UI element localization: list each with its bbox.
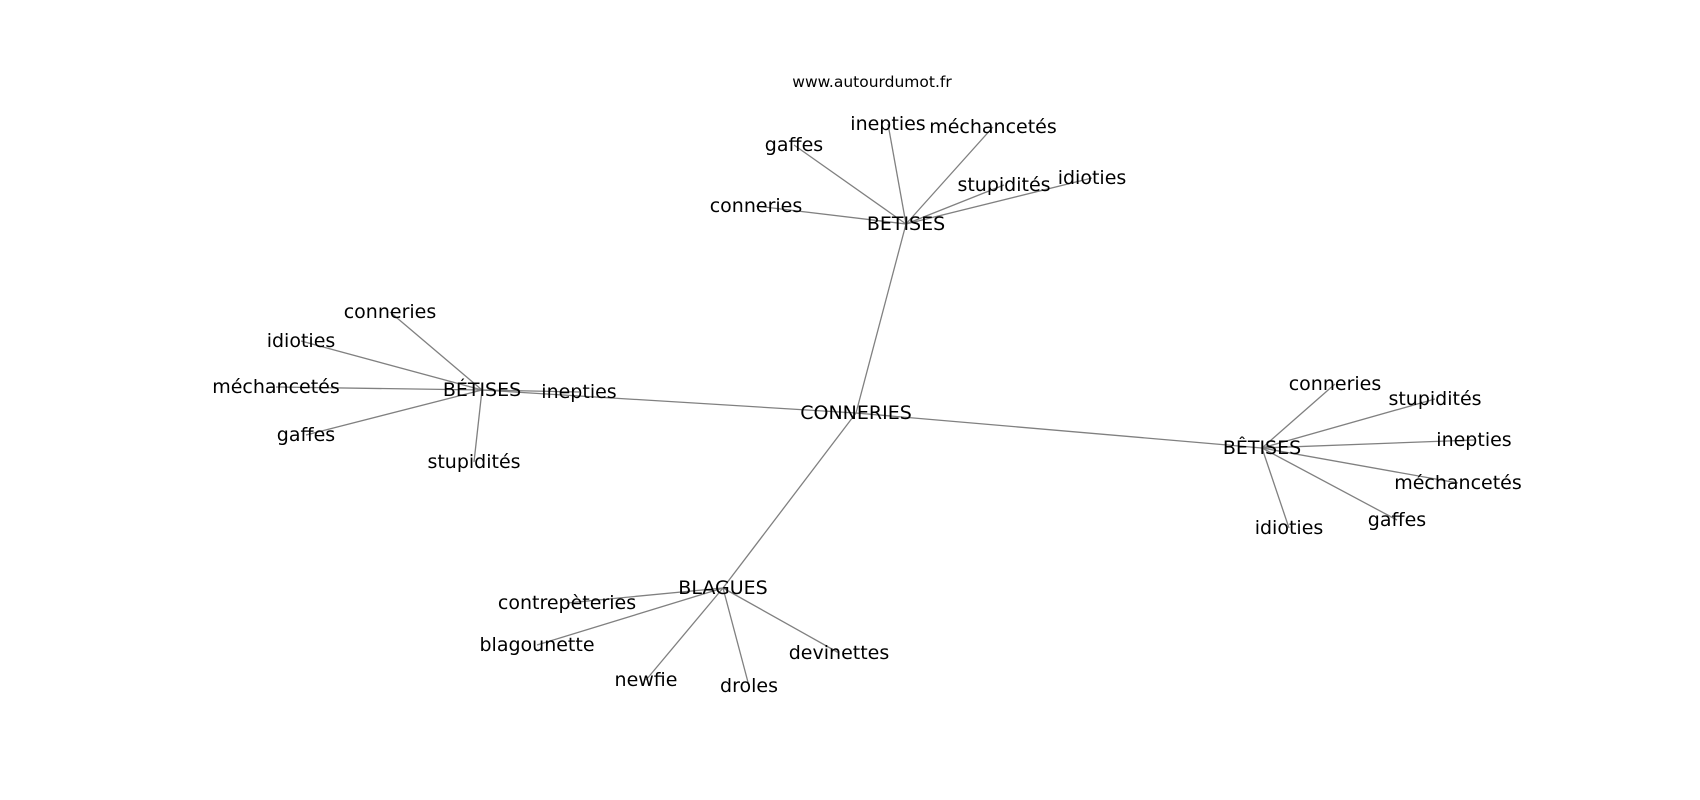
edge-branch-3-leaf-4 bbox=[722, 587, 840, 654]
leaf-node-3-3[interactable]: droles bbox=[720, 675, 778, 697]
leaf-node-0-1[interactable]: gaffes bbox=[765, 134, 823, 156]
edge-branch-2-leaf-4 bbox=[1261, 447, 1398, 521]
edge-branch-1-leaf-2 bbox=[275, 386, 483, 391]
edge-root-branch-1 bbox=[481, 389, 857, 414]
edge-branch-0-leaf-2 bbox=[887, 123, 907, 225]
leaf-node-2-0[interactable]: conneries bbox=[1289, 373, 1382, 395]
edge-root-branch-2 bbox=[855, 412, 1263, 449]
edge-branch-2-leaf-2 bbox=[1261, 439, 1475, 449]
leaf-node-1-4[interactable]: stupidités bbox=[427, 451, 520, 473]
edge-branch-3-leaf-1 bbox=[536, 587, 724, 646]
edge-branch-0-leaf-0 bbox=[755, 205, 907, 225]
edge-branch-1-leaf-3 bbox=[305, 389, 483, 436]
edge-branch-3-leaf-2 bbox=[645, 587, 724, 681]
branch-node-1[interactable]: BÉTISES bbox=[443, 378, 521, 401]
edge-branch-3-leaf-0 bbox=[566, 587, 724, 604]
edge-branch-1-leaf-4 bbox=[473, 389, 483, 463]
leaf-node-1-1[interactable]: idioties bbox=[267, 330, 336, 352]
edge-branch-2-leaf-5 bbox=[1261, 447, 1290, 529]
edge-branch-3-leaf-3 bbox=[722, 587, 750, 687]
branch-node-2[interactable]: BÊTISES bbox=[1223, 436, 1301, 459]
root-node[interactable]: CONNERIES bbox=[800, 402, 912, 424]
leaf-node-1-3[interactable]: gaffes bbox=[277, 424, 335, 446]
leaf-node-0-4[interactable]: stupidités bbox=[957, 174, 1050, 196]
edge-branch-1-leaf-1 bbox=[300, 340, 483, 391]
edge-root-branch-0 bbox=[855, 223, 907, 414]
leaf-node-1-2[interactable]: méchancetés bbox=[212, 376, 340, 398]
leaf-node-3-1[interactable]: blagounette bbox=[479, 634, 594, 656]
edge-branch-2-leaf-1 bbox=[1261, 398, 1436, 449]
leaf-node-2-5[interactable]: idioties bbox=[1255, 517, 1324, 539]
labels-layer: www.autourdumot.fr conneries gaffes inepti… bbox=[212, 73, 1522, 697]
leaf-node-3-2[interactable]: newfie bbox=[615, 669, 678, 691]
leaf-node-1-5[interactable]: inepties bbox=[541, 381, 616, 403]
edge-branch-2-leaf-0 bbox=[1261, 383, 1336, 449]
edge-branch-0-leaf-1 bbox=[793, 144, 907, 225]
edge-branch-0-leaf-3 bbox=[905, 126, 994, 225]
branch-node-3[interactable]: BLAGUES bbox=[678, 577, 767, 599]
leaf-node-0-5[interactable]: idioties bbox=[1058, 167, 1127, 189]
edge-branch-0-leaf-4 bbox=[905, 184, 1005, 225]
edges-layer bbox=[275, 123, 1475, 687]
leaf-node-2-3[interactable]: méchancetés bbox=[1394, 472, 1522, 494]
leaf-node-1-0[interactable]: conneries bbox=[344, 301, 437, 323]
leaf-node-3-0[interactable]: contrepèteries bbox=[498, 592, 636, 614]
edge-branch-1-leaf-5 bbox=[481, 389, 580, 393]
branch-node-0[interactable]: BETISES bbox=[867, 213, 945, 235]
edge-branch-1-leaf-0 bbox=[389, 311, 483, 391]
edge-branch-2-leaf-3 bbox=[1261, 447, 1459, 484]
leaf-node-0-0[interactable]: conneries bbox=[710, 195, 803, 217]
source-text[interactable]: www.autourdumot.fr bbox=[792, 73, 952, 91]
edge-branch-0-leaf-5 bbox=[905, 177, 1093, 225]
leaf-node-0-3[interactable]: méchancetés bbox=[929, 116, 1057, 138]
leaf-node-0-2[interactable]: inepties bbox=[850, 113, 925, 135]
leaf-node-2-1[interactable]: stupidités bbox=[1388, 388, 1481, 410]
leaf-node-2-2[interactable]: inepties bbox=[1436, 429, 1511, 451]
leaf-node-3-4[interactable]: devinettes bbox=[789, 642, 890, 664]
edge-root-branch-3 bbox=[722, 412, 857, 589]
leaf-node-2-4[interactable]: gaffes bbox=[1368, 509, 1426, 531]
